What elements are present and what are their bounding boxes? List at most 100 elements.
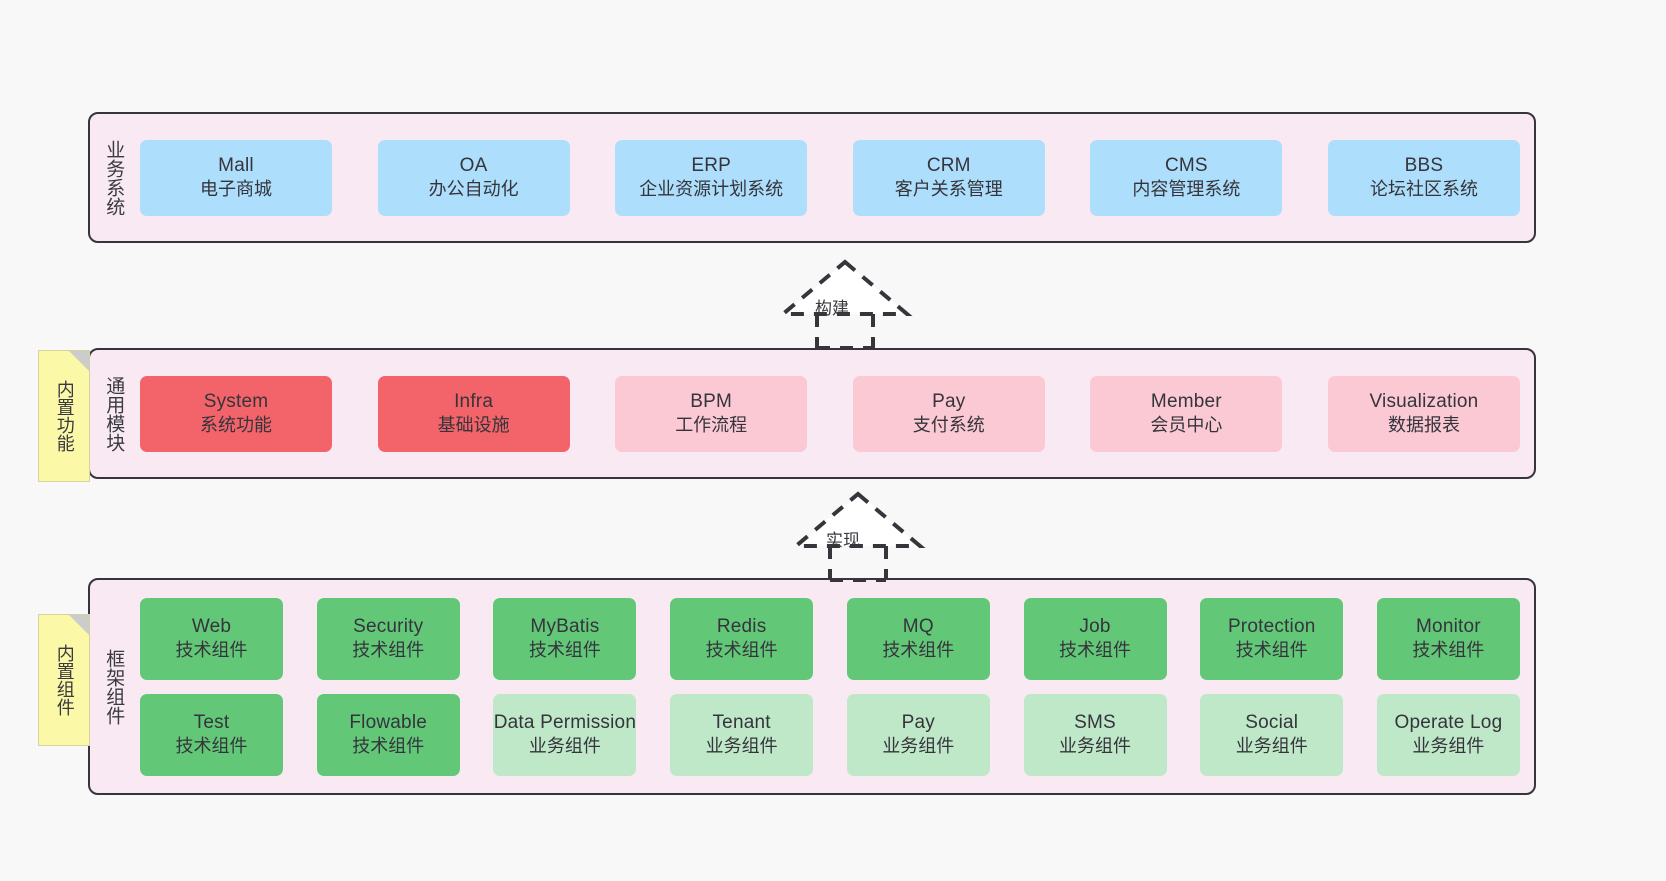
card-title: Member xyxy=(1150,391,1222,413)
card-subtitle: 系统功能 xyxy=(200,415,272,436)
card-oa[interactable]: OA 办公自动化 xyxy=(377,139,570,216)
card-subtitle: 业务组件 xyxy=(1412,736,1485,757)
card-title: Tenant xyxy=(712,712,771,734)
arrow-head-triangle xyxy=(777,259,913,316)
card-title: MQ xyxy=(902,616,934,638)
card-title: Web xyxy=(191,616,232,638)
card-title: BPM xyxy=(690,391,733,413)
card-title: Security xyxy=(353,616,424,638)
card-infra[interactable]: Infra 基础设施 xyxy=(377,375,570,452)
generalization-arrow-build: 构建 xyxy=(755,258,935,350)
card-title: CMS xyxy=(1164,155,1208,177)
layer-body-framework: Web 技术组件 Security 技术组件 MyBatis 技术组件 Redi… xyxy=(136,580,1534,793)
card-flowable[interactable]: Flowable 技术组件 xyxy=(316,693,460,776)
layer-panel-modules: 通用模块 System 系统功能 Infra 基础设施 BPM 工作流程 Pay… xyxy=(88,348,1536,479)
layer-panel-framework: 框架组件 Web 技术组件 Security 技术组件 MyBatis 技术组件… xyxy=(88,578,1536,795)
note-builtin-functions: 内置功能 xyxy=(38,350,90,482)
card-cms[interactable]: CMS 内容管理系统 xyxy=(1090,139,1283,216)
card-job[interactable]: Job 技术组件 xyxy=(1023,597,1167,680)
card-row-technical: Web 技术组件 Security 技术组件 MyBatis 技术组件 Redi… xyxy=(140,597,1520,680)
card-row-business: Test 技术组件 Flowable 技术组件 Data Permission … xyxy=(140,693,1520,776)
card-title: Pay xyxy=(932,391,966,413)
card-subtitle: 客户关系管理 xyxy=(894,179,1003,200)
card-title: Social xyxy=(1245,712,1299,734)
card-mybatis[interactable]: MyBatis 技术组件 xyxy=(493,597,637,680)
card-subtitle: 技术组件 xyxy=(882,640,955,661)
card-subtitle: 企业资源计划系统 xyxy=(639,179,784,200)
card-subtitle: 技术组件 xyxy=(1412,640,1485,661)
card-title: CRM xyxy=(926,155,971,177)
card-subtitle: 论坛社区系统 xyxy=(1369,179,1478,200)
card-title: ERP xyxy=(691,155,732,177)
card-redis[interactable]: Redis 技术组件 xyxy=(670,597,814,680)
card-title: System xyxy=(203,391,269,413)
card-title: Mall xyxy=(218,155,254,177)
card-subtitle: 技术组件 xyxy=(352,736,425,757)
card-mall[interactable]: Mall 电子商城 xyxy=(140,139,332,216)
card-member[interactable]: Member 会员中心 xyxy=(1090,375,1283,452)
card-web[interactable]: Web 技术组件 xyxy=(140,597,283,680)
card-subtitle: 业务组件 xyxy=(528,736,601,757)
card-subtitle: 会员中心 xyxy=(1150,415,1223,436)
card-mq[interactable]: MQ 技术组件 xyxy=(846,597,990,680)
card-title: Monitor xyxy=(1416,616,1481,638)
note-builtin-components: 内置组件 xyxy=(38,614,90,746)
card-subtitle: 技术组件 xyxy=(175,640,248,661)
card-title: Infra xyxy=(454,391,494,413)
card-subtitle: 业务组件 xyxy=(1235,736,1308,757)
card-subtitle: 电子商城 xyxy=(200,179,272,200)
card-subtitle: 技术组件 xyxy=(1235,640,1308,661)
card-title: Protection xyxy=(1227,616,1316,638)
card-pay-business[interactable]: Pay 业务组件 xyxy=(846,693,990,776)
card-subtitle: 内容管理系统 xyxy=(1132,179,1241,200)
layer-body-business: Mall 电子商城 OA 办公自动化 ERP 企业资源计划系统 CRM 客户关系… xyxy=(136,114,1534,241)
layer-title-modules: 通用模块 xyxy=(103,375,125,452)
card-row: Mall 电子商城 OA 办公自动化 ERP 企业资源计划系统 CRM 客户关系… xyxy=(140,139,1520,216)
card-data-permission[interactable]: Data Permission 业务组件 xyxy=(493,693,637,776)
card-sms[interactable]: SMS 业务组件 xyxy=(1023,693,1167,776)
card-bpm[interactable]: BPM 工作流程 xyxy=(615,375,808,452)
card-title: Redis xyxy=(716,616,767,638)
card-security[interactable]: Security 技术组件 xyxy=(316,597,460,680)
card-subtitle: 技术组件 xyxy=(528,640,601,661)
card-bbs[interactable]: BBS 论坛社区系统 xyxy=(1327,139,1520,216)
card-title: Visualization xyxy=(1369,391,1479,413)
card-row: System 系统功能 Infra 基础设施 BPM 工作流程 Pay 支付系统… xyxy=(140,375,1520,452)
generalization-arrow-implement: 实现 xyxy=(768,490,948,582)
card-subtitle: 业务组件 xyxy=(705,736,778,757)
card-subtitle: 业务组件 xyxy=(1059,736,1132,757)
card-pay[interactable]: Pay 支付系统 xyxy=(852,375,1045,452)
card-protection[interactable]: Protection 技术组件 xyxy=(1200,597,1344,680)
card-subtitle: 技术组件 xyxy=(705,640,778,661)
arrow-head-triangle xyxy=(790,491,926,548)
card-subtitle: 基础设施 xyxy=(437,415,510,436)
layer-panel-business: 业务系统 Mall 电子商城 OA 办公自动化 ERP 企业资源计划系统 CRM… xyxy=(88,112,1536,243)
card-title: Pay xyxy=(901,712,935,734)
card-subtitle: 技术组件 xyxy=(175,736,248,757)
card-title: Test xyxy=(193,712,230,734)
card-tenant[interactable]: Tenant 业务组件 xyxy=(670,693,814,776)
layer-body-modules: System 系统功能 Infra 基础设施 BPM 工作流程 Pay 支付系统… xyxy=(136,350,1534,477)
card-visualization[interactable]: Visualization 数据报表 xyxy=(1327,375,1520,452)
card-social[interactable]: Social 业务组件 xyxy=(1200,693,1344,776)
card-title: MyBatis xyxy=(530,616,600,638)
card-system[interactable]: System 系统功能 xyxy=(140,375,332,452)
card-subtitle: 支付系统 xyxy=(912,415,985,436)
card-title: Data Permission xyxy=(493,712,637,734)
card-operate-log[interactable]: Operate Log 业务组件 xyxy=(1376,693,1520,776)
card-crm[interactable]: CRM 客户关系管理 xyxy=(852,139,1045,216)
card-monitor[interactable]: Monitor 技术组件 xyxy=(1376,597,1520,680)
arrow-label-build: 构建 xyxy=(815,299,849,318)
layer-title-business: 业务系统 xyxy=(103,139,125,216)
card-subtitle: 工作流程 xyxy=(675,415,748,436)
card-subtitle: 办公自动化 xyxy=(428,179,519,200)
card-erp[interactable]: ERP 企业资源计划系统 xyxy=(615,139,808,216)
card-title: BBS xyxy=(1404,155,1444,177)
card-subtitle: 技术组件 xyxy=(1059,640,1132,661)
card-test[interactable]: Test 技术组件 xyxy=(140,693,283,776)
card-subtitle: 技术组件 xyxy=(352,640,425,661)
card-subtitle: 数据报表 xyxy=(1387,415,1460,436)
card-title: SMS xyxy=(1074,712,1116,734)
layer-title-framework: 框架组件 xyxy=(103,648,125,725)
